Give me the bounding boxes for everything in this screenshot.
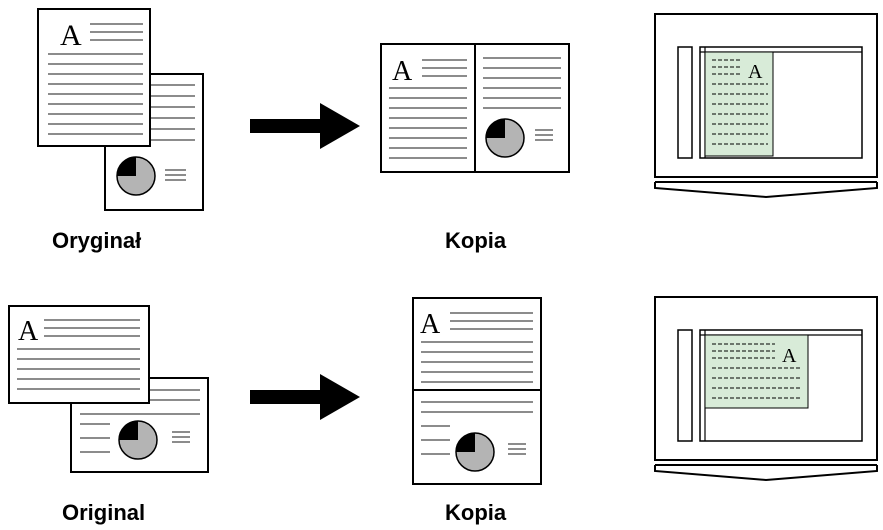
original-landscape-page-1-icon: A [8,305,150,404]
original-page-2-icon [104,73,204,211]
svg-text:A: A [748,61,763,83]
row-2-copy-label: Kopia [445,500,507,525]
arrow-icon [250,103,360,149]
row-1-scanner-glass-icon: A [654,13,878,199]
row-2-copy-stacked-icon: A [412,297,542,485]
original-page-1-icon: A [37,8,151,147]
row-1-original-label: Oryginał [52,228,142,253]
svg-text:A: A [420,309,441,340]
row-2-scanner-glass-icon: A [654,296,878,482]
svg-text:A: A [782,345,797,367]
svg-text:A: A [18,316,39,347]
row-1-original-pages: A [37,8,204,211]
svg-text:A: A [392,56,413,87]
row-2-original-label: Original [62,500,146,525]
arrow-icon [250,374,360,420]
pie-chart-icon [116,156,156,196]
row-1-copy-label: Kopia [445,228,507,253]
letter-a-glyph: A [60,19,82,52]
row-2-original-pages: A [8,305,209,473]
row-1-copy-book-icon: A [380,43,570,173]
